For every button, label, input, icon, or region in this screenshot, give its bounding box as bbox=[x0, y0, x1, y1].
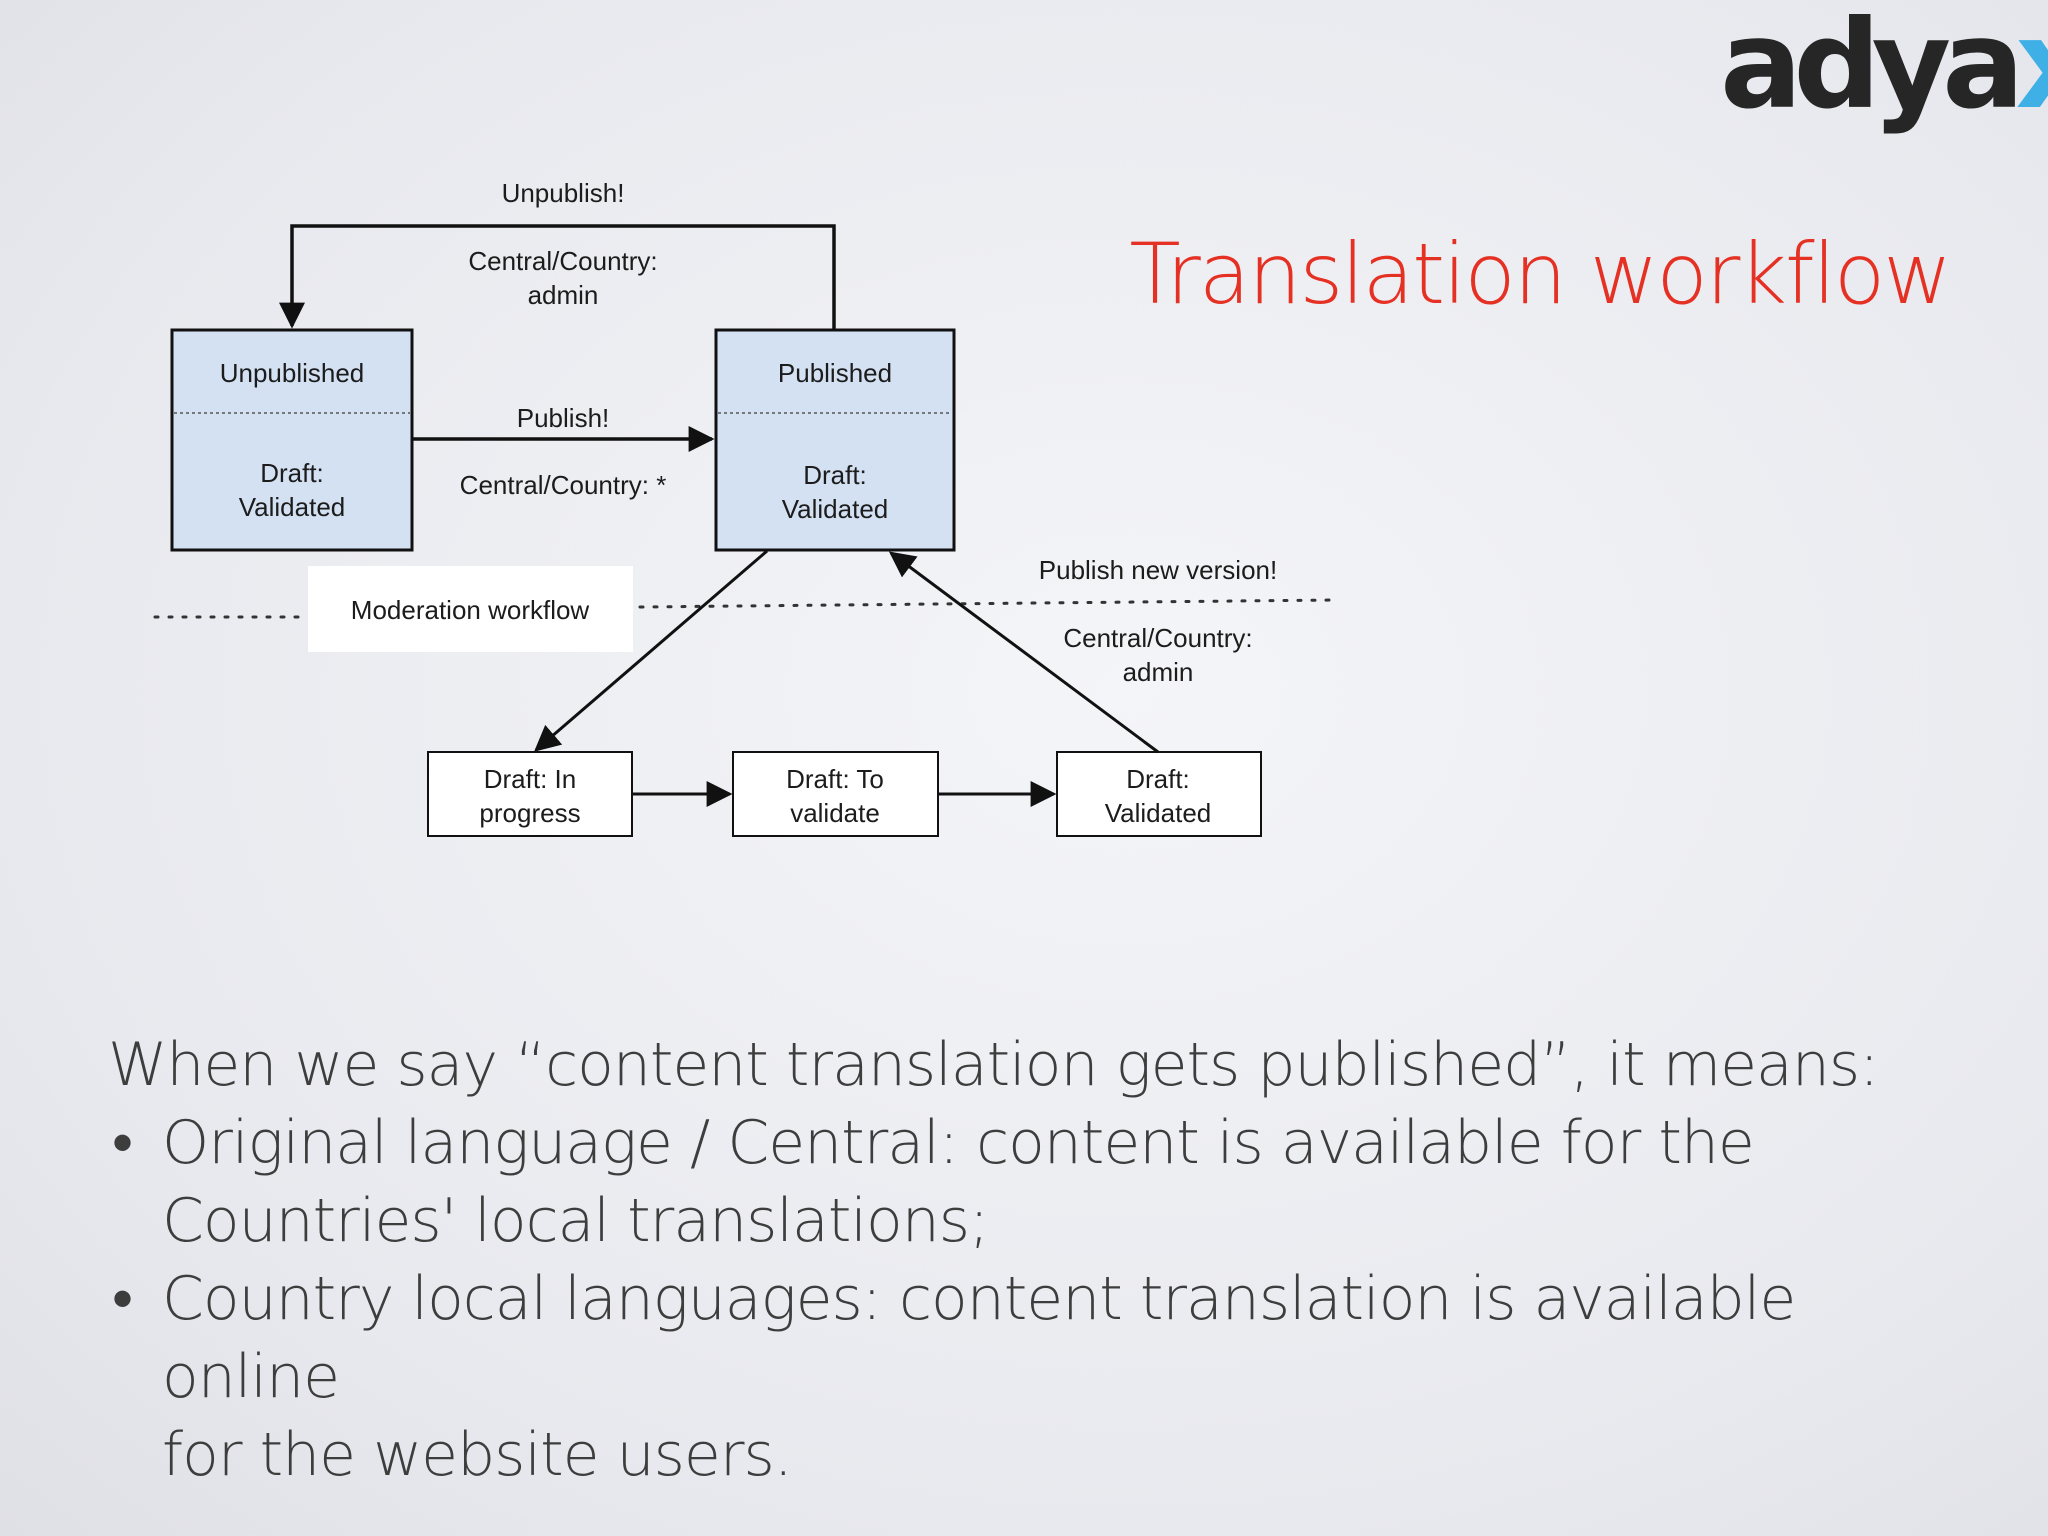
moderation-label: Moderation workflow bbox=[351, 595, 590, 625]
node-unpublished-draft-line2: Validated bbox=[239, 492, 346, 522]
logo-text: adya bbox=[1720, 0, 2025, 136]
bullet-icon: • bbox=[112, 1264, 133, 1334]
slide-title: Translation workflow bbox=[1129, 225, 1952, 323]
body-bullet-item: • Original language / Central: content i… bbox=[108, 1104, 1908, 1260]
moderation-boundary-right bbox=[638, 598, 1337, 609]
node-draft-in-progress-line1: Draft: In bbox=[484, 764, 576, 794]
body-bullet-line1: Country local languages: content transla… bbox=[162, 1264, 1796, 1412]
adyax-logo: adyax bbox=[1720, 4, 2048, 126]
edge-publish-new-version-role-line1: Central/Country: bbox=[1063, 623, 1252, 653]
node-draft-to-validate-line1: Draft: To bbox=[786, 764, 884, 794]
body-bullet-item: • Country local languages: content trans… bbox=[108, 1260, 1908, 1494]
node-published-draft-line1: Draft: bbox=[803, 460, 867, 490]
edge-new-draft-arrow bbox=[534, 549, 768, 752]
node-published: Published Draft: Validated bbox=[714, 328, 956, 552]
edge-publish-role: Central/Country: * bbox=[460, 470, 667, 500]
body-intro: When we say “content translation gets pu… bbox=[108, 1030, 1879, 1100]
node-draft-to-validate-line2: validate bbox=[790, 798, 880, 828]
node-draft-in-progress-line2: progress bbox=[479, 798, 580, 828]
body-bullet-line1: Original language / Central: content is … bbox=[162, 1108, 1755, 1178]
node-draft-to-validate: Draft: To validate bbox=[732, 751, 939, 837]
edge-unpublish-action: Unpublish! bbox=[502, 178, 625, 208]
node-published-draft-line2: Validated bbox=[782, 494, 889, 524]
edge-publish-action: Publish! bbox=[517, 403, 610, 433]
edge-unpublish-role-line2: admin bbox=[528, 280, 599, 310]
slide-body: When we say “content translation gets pu… bbox=[108, 1026, 1908, 1494]
body-bullet-list: • Original language / Central: content i… bbox=[108, 1104, 1908, 1494]
node-unpublished: Unpublished Draft: Validated bbox=[170, 328, 414, 552]
node-unpublished-state: Unpublished bbox=[220, 358, 365, 388]
node-unpublished-draft-line1: Draft: bbox=[260, 458, 324, 488]
edge-publish-new-version-role-line2: admin bbox=[1123, 657, 1194, 687]
node-draft-validated: Draft: Validated bbox=[1056, 751, 1262, 837]
bullet-icon: • bbox=[112, 1108, 133, 1178]
node-draft-validated-line1: Draft: bbox=[1126, 764, 1190, 794]
moderation-label-box bbox=[308, 566, 633, 652]
edge-publish-new-version-arrow bbox=[888, 551, 1159, 754]
edge-unpublish-role-line1: Central/Country: bbox=[468, 246, 657, 276]
edge-unpublish-arrow bbox=[279, 224, 836, 330]
body-bullet-line2: Countries' local translations; bbox=[162, 1186, 989, 1256]
node-draft-in-progress: Draft: In progress bbox=[427, 751, 633, 837]
logo-accent-x: x bbox=[2016, 0, 2048, 136]
body-bullet-line2: for the website users. bbox=[162, 1420, 793, 1490]
node-draft-validated-line2: Validated bbox=[1105, 798, 1212, 828]
edge-publish-new-version-action: Publish new version! bbox=[1039, 555, 1277, 585]
node-published-state: Published bbox=[778, 358, 892, 388]
